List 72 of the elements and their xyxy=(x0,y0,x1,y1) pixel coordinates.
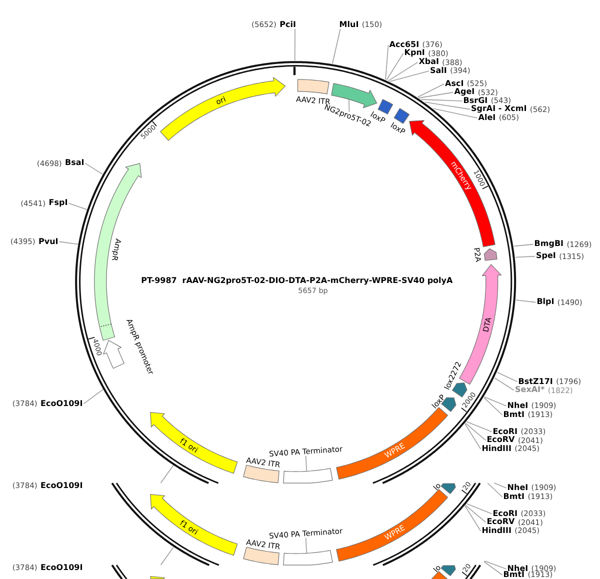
leader-line xyxy=(494,378,514,391)
enzyme-name: BmgBI xyxy=(534,240,564,248)
enzyme-name: EcoRI xyxy=(492,510,518,518)
plasmid-id: PT-9987 xyxy=(141,277,177,285)
leader-line xyxy=(466,503,492,514)
enzyme-name: BlpI xyxy=(536,298,554,306)
enzyme-name: NheI xyxy=(507,484,528,492)
leader-line xyxy=(496,372,518,382)
enzyme-name: SgrAI - XcmI xyxy=(471,105,527,114)
leader-line xyxy=(83,388,104,404)
enzyme-name: EcoO109I xyxy=(40,482,83,490)
enzyme-name: EcoRI xyxy=(492,428,518,436)
leader-line xyxy=(464,423,482,450)
leader-line xyxy=(420,99,463,102)
enzyme-name: AscI xyxy=(445,80,464,88)
leader-line xyxy=(514,244,534,247)
leader-line xyxy=(305,537,307,554)
leader-line xyxy=(160,464,174,484)
enzyme-name: BmtI xyxy=(503,493,525,501)
enzyme-name: AgeI xyxy=(454,88,475,96)
leader-line xyxy=(494,482,507,488)
enzyme-name: PciI xyxy=(280,21,296,29)
enzyme-name: EcoO109I xyxy=(40,564,83,572)
leader-line xyxy=(464,505,482,532)
leader-line xyxy=(294,28,296,61)
enzyme-name: SpeI xyxy=(536,252,556,260)
enzyme-name: BstZ17I xyxy=(518,378,553,386)
leader-line xyxy=(418,92,454,98)
enzyme-name: EcoRV xyxy=(486,518,515,526)
enzyme-name: FspI xyxy=(48,199,68,208)
leader-line xyxy=(487,482,503,498)
leader-line xyxy=(388,62,418,82)
leader-line xyxy=(466,421,492,432)
leader-line xyxy=(465,422,486,441)
leader-line xyxy=(516,300,536,303)
enzyme-name: BmtI xyxy=(503,571,525,579)
enzyme-name: BsaI xyxy=(65,159,84,168)
enzyme-name: XbaI xyxy=(418,58,439,66)
plasmid-name: rAAV-NG2pro5T-02-DIO-DTA-P2A-mCherry-WPRE-SV40 polyA xyxy=(182,277,453,285)
enzyme-name: NheI xyxy=(507,402,528,410)
leader-line xyxy=(332,28,341,64)
leader-line xyxy=(433,108,478,118)
enzyme-name: AleI xyxy=(478,114,496,122)
leader-line xyxy=(386,52,404,80)
enzyme-name: EcoRV xyxy=(486,436,515,444)
leader-line xyxy=(160,546,174,566)
leader-line xyxy=(84,162,104,175)
enzyme-name: SexAI* xyxy=(515,386,545,394)
leader-line xyxy=(465,504,486,523)
leader-line xyxy=(484,397,503,416)
enzyme-name: MluI xyxy=(339,21,359,29)
leader-line xyxy=(58,241,79,245)
enzyme-name: HindIII xyxy=(482,527,512,535)
leader-line xyxy=(484,561,503,576)
enzyme-name: SalI xyxy=(430,67,447,75)
enzyme-name: PvuI xyxy=(38,238,58,246)
leader-line xyxy=(68,202,88,210)
leader-line xyxy=(424,102,470,110)
enzyme-name: BsrGI xyxy=(463,97,488,105)
leader-line xyxy=(484,560,507,570)
enzyme-name: EcoO109I xyxy=(40,400,83,408)
leader-line xyxy=(348,99,350,112)
enzyme-name: Acc65I xyxy=(389,41,420,49)
leader-line xyxy=(515,256,536,258)
leader-line xyxy=(385,44,389,80)
leader-line xyxy=(305,455,307,472)
leader-line xyxy=(484,396,507,406)
leader-line xyxy=(417,84,444,98)
leader-line xyxy=(389,70,430,82)
enzyme-name: BmtI xyxy=(503,411,525,419)
enzyme-name: KpnI xyxy=(404,49,425,58)
enzyme-name: HindIII xyxy=(482,445,512,453)
